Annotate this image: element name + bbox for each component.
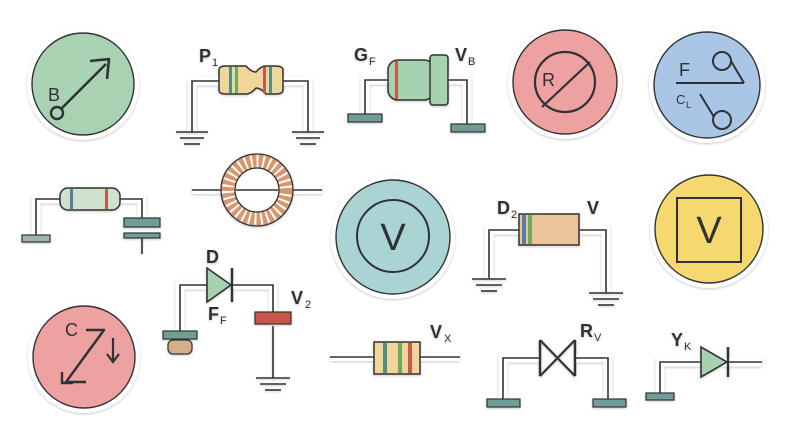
diode-yk-symbol: Y K [645,330,762,401]
label-d2-subscript: 2 [511,209,517,221]
label-v-right: V [696,210,722,252]
circle-symbol-c: C [28,301,140,413]
voltmeter-square-symbol: V [650,170,768,288]
resistor-vx-symbol: V X [330,322,460,375]
label-v-mid: V [380,217,406,259]
label-v2-subscript: 2 [305,299,311,311]
resistor-capacitor-symbol [21,187,161,254]
blue-circle [653,31,761,139]
label-d: D [206,247,219,267]
label-vx-subscript: X [444,333,452,345]
label-yk: Y [671,330,683,350]
yellow-circle [654,174,764,284]
label-cl-subscript: L [686,100,691,110]
label-r: R [542,70,555,90]
resistor-p1-symbol: P 1 [176,46,324,145]
label-b: B [48,85,60,105]
red-circle [512,29,618,135]
label-ff: F [208,304,219,324]
label-cl: C [676,92,685,107]
label-yk-subscript: K [684,341,692,353]
label-d2: D [497,198,510,218]
green-circle [31,32,135,136]
label-c: C [65,320,78,340]
diode-circuit-symbol: D F F V 2 [162,247,311,391]
label-p1: P [199,46,211,66]
label-gf: G [354,45,368,65]
label-vb-subscript: B [468,56,475,68]
bidirectional-diode-rv-symbol: R V [486,321,627,408]
label-p1-subscript: 1 [212,57,218,69]
label-ff-subscript: F [220,315,227,327]
circle-symbol-switch: F C L [649,27,765,143]
label-rv-subscript: V [594,332,602,344]
label-rv: R [580,321,593,341]
label-gf-subscript: F [369,56,376,68]
toroid-inductor-symbol [192,153,322,227]
label-vb: V [455,45,467,65]
label-vx: V [430,322,442,342]
component-gf-vb-symbol: G F V B [347,45,486,133]
voltmeter-circle-symbol: V [331,175,455,299]
component-d2-symbol: D 2 V [472,198,623,306]
label-v2: V [291,288,303,308]
label-f: F [679,60,690,80]
circle-symbol-b: B [27,28,139,140]
circle-symbol-r: R [508,25,622,139]
label-v-d2: V [587,198,599,218]
